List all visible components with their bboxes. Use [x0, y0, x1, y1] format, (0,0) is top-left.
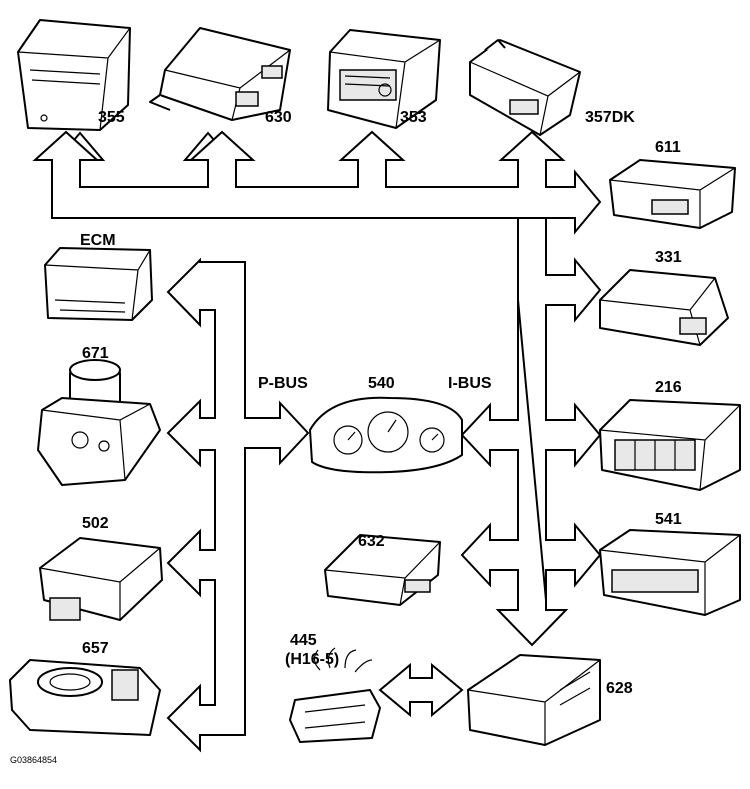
module-540-unit — [309, 396, 463, 474]
label-353: 353 — [400, 109, 427, 126]
label-355: 355 — [98, 109, 125, 126]
module-630-unit — [149, 27, 291, 121]
module-445-connector — [289, 647, 381, 743]
label-i-bus: I-BUS — [448, 375, 492, 392]
module-ecm-unit — [44, 247, 153, 321]
module-671-unit — [37, 359, 161, 486]
i-bus-top-corridor — [32, 130, 602, 235]
i-bus-arrows — [32, 130, 602, 647]
label-541: 541 — [655, 511, 682, 528]
label-216: 216 — [655, 379, 682, 396]
i-bus-center-branch — [460, 299, 569, 647]
module-502-unit — [39, 537, 163, 621]
module-355-unit — [17, 19, 131, 131]
module-541-unit — [599, 529, 741, 616]
label-540: 540 — [368, 375, 395, 392]
label-657: 657 — [82, 640, 109, 657]
p-bus-arrows — [166, 257, 310, 753]
module-216-unit — [599, 399, 741, 491]
diagnostic-link-double-arrow — [378, 662, 464, 718]
label-p-bus: P-BUS — [258, 375, 308, 392]
label-630: 630 — [265, 109, 292, 126]
p-bus-trunk — [166, 257, 310, 753]
label-331: 331 — [655, 249, 682, 266]
i-bus-right-trunk — [517, 217, 602, 601]
label-502: 502 — [82, 515, 109, 532]
reference-code: G03864854 — [10, 755, 57, 765]
module-353-unit — [327, 29, 441, 129]
label-445-sub: (H16-5) — [285, 651, 339, 668]
label-632: 632 — [358, 533, 385, 550]
label-357dk: 357DK — [585, 109, 635, 126]
module-628-unit — [467, 654, 601, 746]
label-671: 671 — [82, 345, 109, 362]
module-611-unit — [609, 159, 736, 229]
module-657-unit — [9, 659, 161, 736]
module-632-unit — [324, 534, 441, 606]
label-628: 628 — [606, 680, 633, 697]
label-611: 611 — [655, 139, 681, 156]
label-ecm: ECM — [80, 232, 116, 249]
label-445: 445 — [290, 632, 317, 649]
module-357dk-unit — [469, 39, 581, 136]
module-331-unit — [599, 269, 729, 346]
